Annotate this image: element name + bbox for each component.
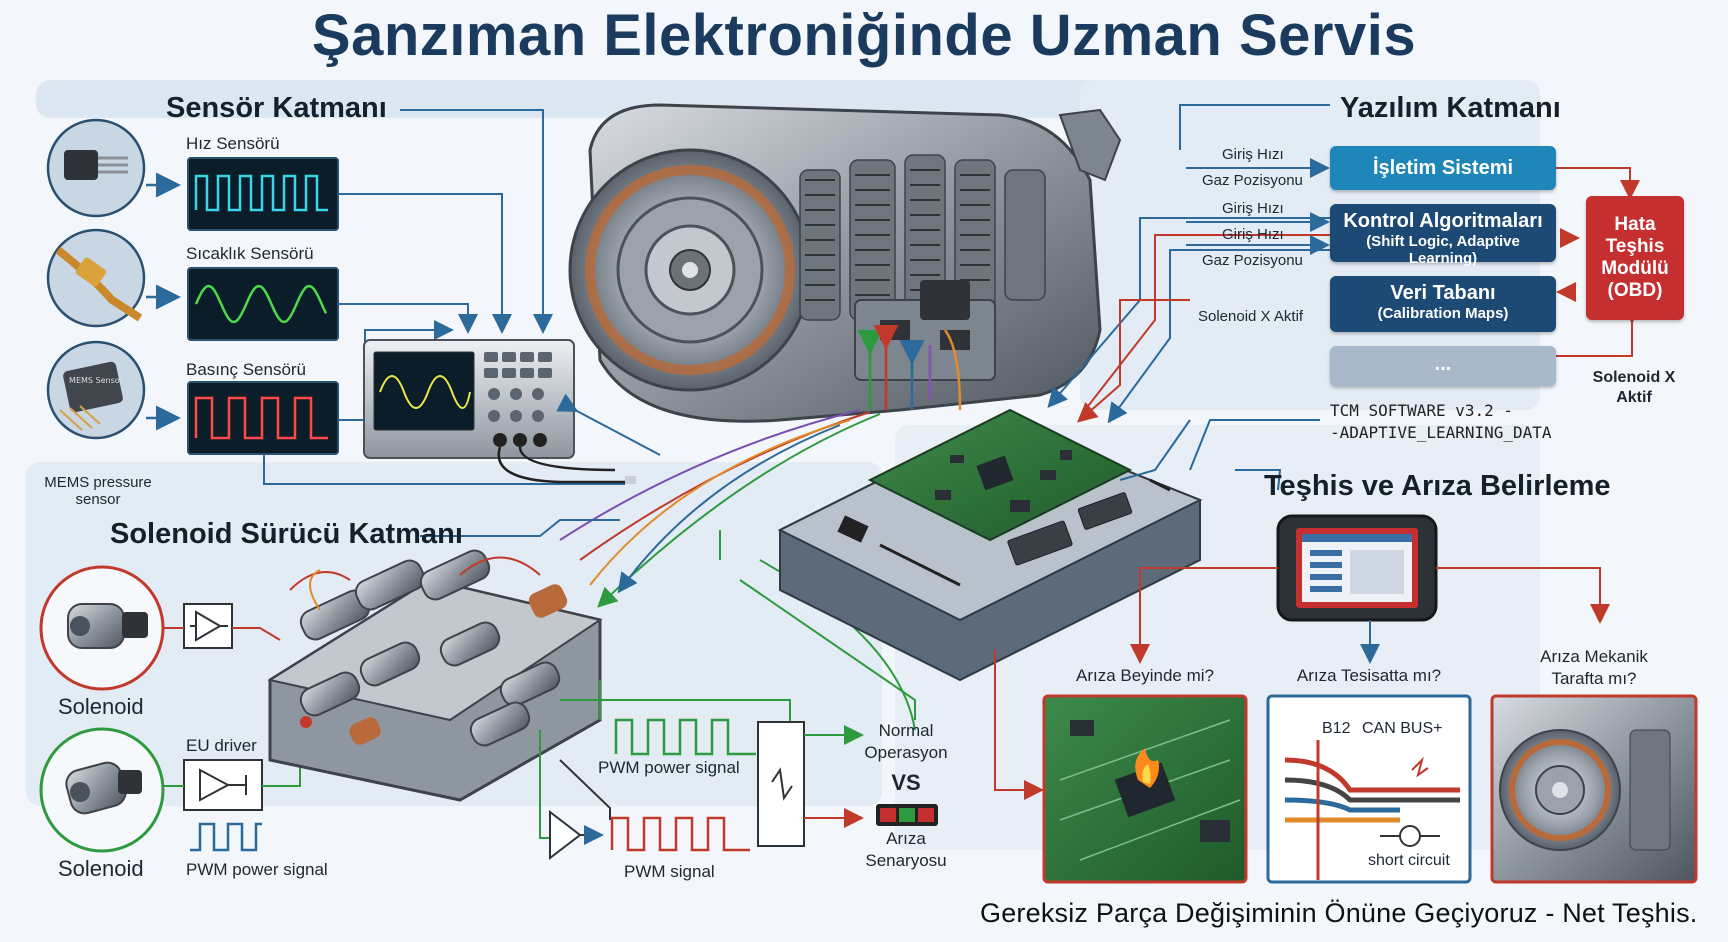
error-output-label: Solenoid X Aktif bbox=[1592, 369, 1676, 406]
solenoid-bottom-icon bbox=[39, 727, 165, 853]
wiring-b12-label: B12 bbox=[1322, 720, 1351, 737]
sw-block-more-label: ... bbox=[1434, 353, 1452, 375]
wiring-short-label: short circuit bbox=[1368, 852, 1450, 869]
sensor-temperature-icon bbox=[46, 228, 146, 328]
pwm-left-waveform bbox=[190, 822, 262, 852]
oscilloscope bbox=[363, 339, 575, 459]
footer-slogan: Gereksiz Parça Değişiminin Önüne Geçiyor… bbox=[980, 898, 1698, 928]
eu-driver-icon bbox=[183, 759, 263, 811]
sw-block-more: ... bbox=[1330, 346, 1556, 386]
sw-input-1: Gaz Pozisyonu bbox=[1202, 172, 1303, 189]
fault-in-mechanics-image bbox=[1490, 694, 1698, 884]
solenoid-top-label: Solenoid bbox=[58, 694, 144, 719]
sw-block-database: Veri Tabanı (Calibration Maps) bbox=[1330, 276, 1556, 332]
normal-operation-label: Normal Operasyon bbox=[864, 721, 948, 762]
sw-input-5: Solenoid X Aktif bbox=[1198, 308, 1304, 325]
sensor-speed-icon bbox=[46, 118, 146, 218]
sw-block-control-label: Kontrol Algoritmaları bbox=[1343, 210, 1543, 232]
sensor-layer-heading: Sensör Katmanı bbox=[166, 92, 387, 124]
speed-sensor-label: Hız Sensörü bbox=[186, 134, 280, 153]
sw-block-os: İşletim Sistemi bbox=[1330, 146, 1556, 190]
mems-chip-text: MEMS Sensor bbox=[69, 376, 124, 385]
sensor-pressure-icon bbox=[46, 340, 146, 440]
transmission-illustration bbox=[568, 103, 1122, 423]
question-mechanical: Arıza Mekanik Tarafta mı? bbox=[1540, 647, 1648, 688]
fault-in-brain-image bbox=[1042, 694, 1248, 884]
amplifier-icon-pwm bbox=[549, 809, 582, 861]
speed-waveform-screen bbox=[187, 157, 339, 231]
sw-input-2: Giriş Hızı bbox=[1222, 200, 1284, 217]
sw-block-database-sub: (Calibration Maps) bbox=[1377, 305, 1509, 322]
mems-caption: MEMS pressure sensor bbox=[44, 474, 152, 508]
pwm-left-label: PWM power signal bbox=[186, 860, 328, 879]
sw-block-os-label: İşletim Sistemi bbox=[1372, 157, 1514, 179]
pwm-power-waveform bbox=[614, 718, 756, 756]
temperature-waveform-screen bbox=[187, 267, 339, 341]
eu-driver-label: EU driver bbox=[186, 736, 257, 755]
vs-label: VS bbox=[891, 770, 921, 795]
fault-in-wiring-image bbox=[1266, 694, 1472, 884]
sw-input-3: Giriş Hızı bbox=[1222, 226, 1284, 243]
valve-body-illustration bbox=[267, 549, 603, 802]
sw-block-database-label: Veri Tabanı bbox=[1390, 282, 1496, 304]
solenoid-bottom-label: Solenoid bbox=[58, 856, 144, 881]
sw-block-control: Kontrol Algoritmaları (Shift Logic, Adap… bbox=[1330, 204, 1556, 267]
wiring-can-label: CAN BUS+ bbox=[1362, 720, 1443, 737]
question-brain: Arıza Beyinde mi? bbox=[1076, 666, 1214, 685]
pwm-signal-label: PWM signal bbox=[624, 862, 715, 881]
software-layer-heading: Yazılım Katmanı bbox=[1340, 92, 1561, 124]
solenoid-layer-heading: Solenoid Sürücü Katmanı bbox=[110, 518, 463, 550]
question-wiring: Arıza Tesisatta mı? bbox=[1296, 666, 1442, 685]
page-title: Şanzıman Elektroniğinde Uzman Servis bbox=[311, 3, 1417, 68]
pressure-sensor-label: Basınç Sensörü bbox=[186, 360, 307, 379]
sw-input-0: Giriş Hızı bbox=[1222, 146, 1284, 163]
sw-input-4: Gaz Pozisyonu bbox=[1202, 252, 1303, 269]
pwm-signal-waveform bbox=[610, 816, 750, 852]
error-diagnosis-module: Hata Teşhis Modülü (OBD) bbox=[1586, 196, 1684, 320]
solenoid-top-icon bbox=[39, 565, 165, 691]
pwm-power-label: PWM power signal bbox=[598, 758, 740, 777]
diagnosis-heading: Teşhis ve Arıza Belirleme bbox=[1264, 470, 1611, 502]
sw-block-control-sub: (Shift Logic, Adaptive Learning) bbox=[1366, 233, 1520, 267]
pressure-waveform-screen bbox=[187, 381, 339, 455]
diagnostic-scanner-icon bbox=[1276, 514, 1438, 622]
tcm-control-unit bbox=[777, 408, 1203, 682]
tcm-software-code: TCM SOFTWARE v3.2 - -ADAPTIVE_LEARNING_D… bbox=[1330, 401, 1552, 442]
temperature-sensor-label: Sıcaklık Sensörü bbox=[186, 244, 314, 263]
fault-scenario-label: Arıza Senaryosu bbox=[865, 829, 947, 870]
